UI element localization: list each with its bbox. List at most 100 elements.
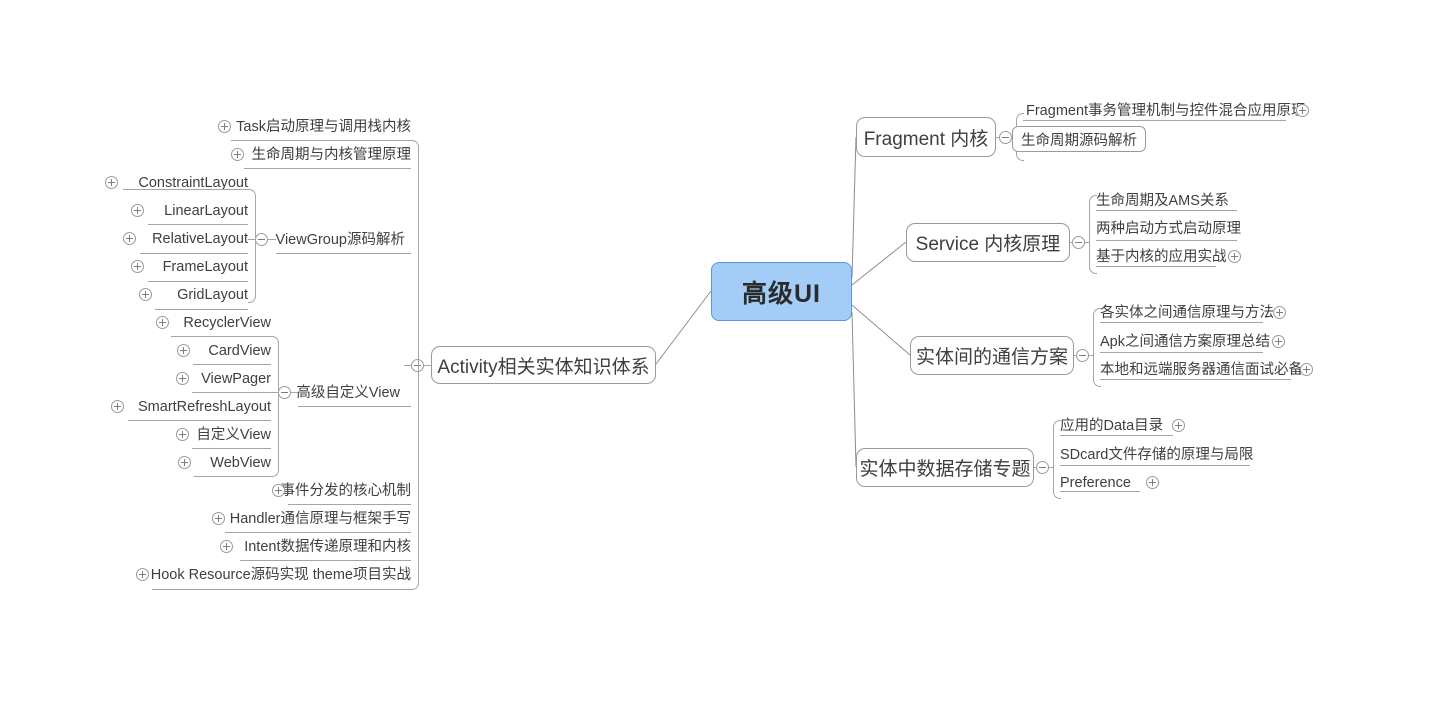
toggle-stub [268, 239, 276, 240]
toggle-stub [1089, 355, 1093, 356]
leaf-viewgroup-source[interactable]: ViewGroup源码解析 [195, 233, 405, 248]
leaf-underline [225, 532, 411, 533]
leaf-label: Fragment事务管理机制与控件混合应用原理 [1026, 103, 1306, 119]
toggle-expand-viewpager[interactable] [176, 372, 189, 385]
toggle-expand-apk-comm-summary[interactable] [1272, 335, 1285, 348]
leaf-service-two-start-modes[interactable]: 两种启动方式启动原理 [1096, 222, 1241, 237]
leaf-viewpager[interactable]: ViewPager [30, 372, 271, 387]
leaf-service-lifecycle-ams[interactable]: 生命周期及AMS关系 [1096, 194, 1229, 209]
leaf-label: RelativeLayout [152, 231, 248, 247]
leaf-label: 两种启动方式启动原理 [1096, 221, 1241, 237]
toggle-expand-recyclerview[interactable] [156, 316, 169, 329]
node-label: 生命周期源码解析 [1021, 132, 1137, 149]
leaf-local-remote-server-comm[interactable]: 本地和远端服务器通信面试必备 [1100, 363, 1303, 378]
toggle-stub [404, 365, 411, 366]
leaf-entity-comm-principles[interactable]: 各实体之间通信原理与方法 [1100, 306, 1274, 321]
leaf-underline [231, 140, 411, 141]
leaf-gridlayout[interactable]: GridLayout [8, 288, 248, 303]
toggle-expand-fragment-transaction[interactable] [1296, 104, 1309, 117]
leaf-preference[interactable]: Preference [1060, 476, 1131, 491]
toggle-collapse-entity-communication[interactable] [1076, 349, 1089, 362]
bracket-corner [1053, 491, 1061, 499]
leaf-label: ConstraintLayout [138, 175, 248, 191]
leaf-constraintlayout[interactable]: ConstraintLayout [8, 176, 248, 191]
toggle-expand-constraintlayout[interactable] [105, 176, 118, 189]
leaf-recyclerview[interactable]: RecyclerView [30, 316, 271, 331]
leaf-label: 事件分发的核心机制 [280, 483, 412, 499]
leaf-advanced-customview[interactable]: 高级自定义View [205, 386, 400, 401]
toggle-activity-knowledge[interactable] [411, 359, 424, 372]
bracket-corner [1016, 153, 1024, 161]
toggle-expand-gridlayout[interactable] [139, 288, 152, 301]
toggle-expand-relativelayout[interactable] [123, 232, 136, 245]
node-label: Service 内核原理 [915, 234, 1061, 255]
toggle-expand-event-dispatch[interactable] [272, 484, 285, 497]
leaf-task-startup[interactable]: Task启动原理与调用栈内核 [161, 120, 411, 135]
node-activity-knowledge[interactable]: Activity相关实体知识体系 [431, 346, 656, 384]
bracket-corner [411, 582, 419, 590]
leaf-framelayout[interactable]: FrameLayout [8, 260, 248, 275]
toggle-expand-hook-resource[interactable] [136, 568, 149, 581]
leaf-underline [128, 420, 271, 421]
node-fragment-kernel[interactable]: Fragment 内核 [856, 117, 996, 157]
leaf-lifecycle-kernel[interactable]: 生命周期与内核管理原理 [161, 148, 412, 163]
toggle-expand-linearlayout[interactable] [131, 204, 144, 217]
toggle-expand-entity-comm-principles[interactable] [1273, 306, 1286, 319]
bracket-corner [248, 189, 256, 197]
leaf-label: WebView [210, 455, 271, 471]
root-node[interactable]: 高级UI [711, 262, 852, 321]
toggle-expand-webview[interactable] [178, 456, 191, 469]
node-label: Activity相关实体知识体系 [437, 356, 650, 378]
toggle-expand-lifecycle-kernel[interactable] [231, 148, 244, 161]
leaf-relativelayout[interactable]: RelativeLayout [8, 232, 248, 247]
leaf-handler[interactable]: Handler通信原理与框架手写 [141, 512, 411, 527]
node-entity-communication[interactable]: 实体间的通信方案 [910, 336, 1074, 375]
leaf-underline [276, 253, 411, 254]
node-fragment-lifecycle-source[interactable]: 生命周期源码解析 [1012, 126, 1146, 152]
leaf-underline [1096, 240, 1237, 241]
toggle-expand-cardview[interactable] [177, 344, 190, 357]
toggle-collapse-entity-data-storage[interactable] [1036, 461, 1049, 474]
leaf-service-kernel-practice[interactable]: 基于内核的应用实战 [1096, 250, 1227, 265]
leaf-hook-resource[interactable]: Hook Resource源码实现 theme项目实战 [81, 568, 411, 583]
toggle-collapse-fragment[interactable] [999, 131, 1012, 144]
toggle-stub [1070, 242, 1072, 243]
toggle-expand-handler[interactable] [212, 512, 225, 525]
leaf-event-dispatch[interactable]: 事件分发的核心机制 [161, 483, 412, 499]
leaf-customview[interactable]: 自定义View [30, 428, 271, 443]
leaf-linearlayout[interactable]: LinearLayout [8, 204, 248, 219]
leaf-intent[interactable]: Intent数据传递原理和内核 [141, 540, 411, 555]
toggle-collapse-service[interactable] [1072, 236, 1085, 249]
toggle-expand-app-data-dir[interactable] [1172, 419, 1185, 432]
toggle-expand-smartrefreshlayout[interactable] [111, 400, 124, 413]
bracket-corner [271, 469, 279, 477]
leaf-fragment-transaction[interactable]: Fragment事务管理机制与控件混合应用原理 [1026, 104, 1306, 119]
toggle-expand-framelayout[interactable] [131, 260, 144, 273]
node-service-kernel[interactable]: Service 内核原理 [906, 223, 1070, 262]
leaf-webview[interactable]: WebView [30, 456, 271, 471]
leaf-underline [171, 336, 271, 337]
leaf-apk-comm-summary[interactable]: Apk之间通信方案原理总结 [1100, 335, 1270, 350]
leaf-underline [1060, 435, 1173, 436]
toggle-expand-task-startup[interactable] [218, 120, 231, 133]
bracket-corner [411, 140, 419, 148]
toggle-collapse-viewgroup[interactable] [255, 233, 268, 246]
toggle-expand-preference[interactable] [1146, 476, 1159, 489]
leaf-label: 各实体之间通信原理与方法 [1100, 305, 1274, 321]
toggle-expand-local-remote-server-comm[interactable] [1300, 363, 1313, 376]
toggle-collapse-advanced-customview[interactable] [278, 386, 291, 399]
node-label: Fragment 内核 [863, 128, 989, 150]
leaf-smartrefreshlayout[interactable]: SmartRefreshLayout [30, 400, 271, 415]
leaf-cardview[interactable]: CardView [30, 344, 271, 359]
leaf-app-data-dir[interactable]: 应用的Data目录 [1060, 419, 1163, 434]
leaf-label: SDcard文件存储的原理与局限 [1060, 447, 1254, 463]
toggle-expand-intent[interactable] [220, 540, 233, 553]
leaf-underline [1100, 322, 1263, 323]
leaf-underline [140, 253, 248, 254]
toggle-expand-customview[interactable] [176, 428, 189, 441]
leaf-label: SmartRefreshLayout [138, 399, 271, 415]
node-entity-data-storage[interactable]: 实体中数据存储专题 [856, 448, 1034, 487]
leaf-sdcard-storage[interactable]: SDcard文件存储的原理与局限 [1060, 448, 1253, 463]
toggle-expand-service-kernel-practice[interactable] [1228, 250, 1241, 263]
leaf-underline [1096, 210, 1237, 211]
